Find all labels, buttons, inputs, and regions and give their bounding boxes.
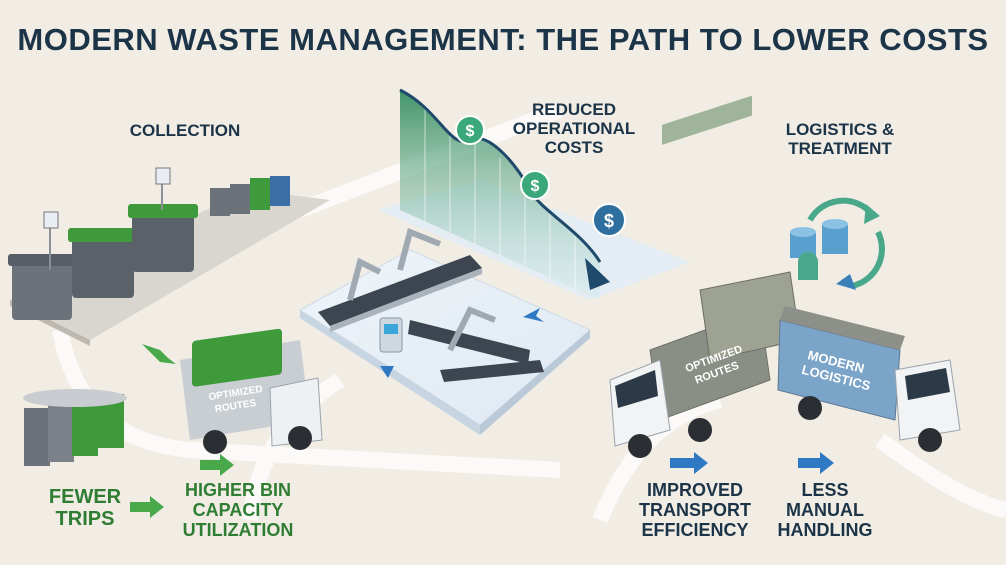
cycle-arrowhead (836, 274, 856, 290)
section-collection-label: COLLECTION (129, 121, 241, 140)
dollar-coin-icon: $ (520, 170, 550, 200)
cost-chart-panel (378, 88, 690, 300)
database-icon (790, 219, 848, 280)
conveyor-belts (318, 227, 544, 382)
dollar-coin-icon: $ (592, 203, 626, 237)
outcome-fewer-trips: FEWER TRIPS (48, 486, 122, 531)
transport-truck-1: OPTIMIZED ROUTES (609, 95, 801, 458)
outcome-improved-transport: IMPROVED TRANSPORT EFFICIENCY (639, 480, 751, 541)
dollar-coin-icon: $ (455, 115, 485, 145)
cycle-arrowhead (864, 204, 880, 224)
page-title: MODERN WASTE MANAGEMENT: THE PATH TO LOW… (17, 22, 989, 57)
bin-cluster (23, 389, 127, 466)
transport-truck-2: MODERN LOGISTICS (777, 306, 961, 452)
section-reduced-costs-label: REDUCED OPERATIONAL COSTS (512, 100, 636, 158)
section-logistics-label: LOGISTICS & TREATMENT (785, 120, 895, 159)
svg-text:$: $ (531, 178, 540, 195)
recycle-cycle-icon (807, 197, 885, 289)
outcome-less-manual-handling: LESS MANUAL HANDLING (777, 480, 873, 541)
svg-text:$: $ (466, 123, 475, 140)
arrow-icon (130, 344, 234, 518)
arrow-icon (372, 308, 834, 474)
collection-truck: OPTIMIZED ROUTES (180, 328, 323, 454)
svg-text:$: $ (604, 211, 614, 231)
outcome-higher-bin-capacity: HIGHER BIN CAPACITY UTILIZATION (182, 480, 294, 541)
collection-bins (8, 167, 290, 320)
